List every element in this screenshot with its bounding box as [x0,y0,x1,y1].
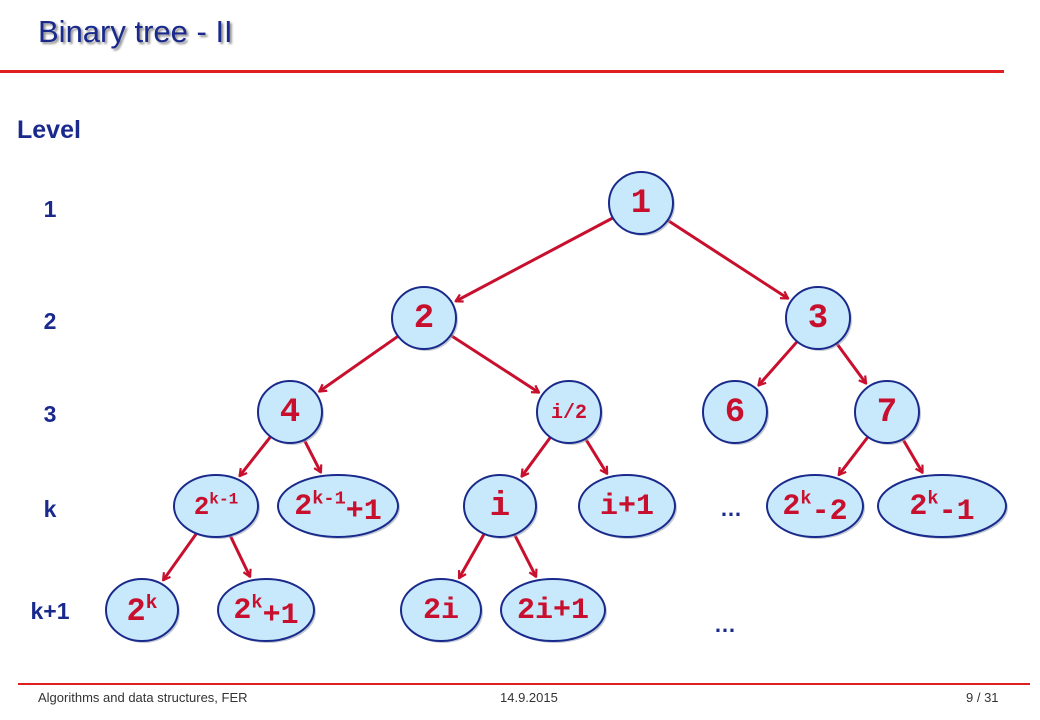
level-k-ellipsis: … [720,496,742,521]
tree-node-n4: 4 [257,380,324,445]
tree-node-label: 2 [414,300,434,338]
tree-node-circle [400,578,482,642]
level-label-2: 2 [43,308,57,334]
tree-node-label: 3 [808,300,828,338]
level-k-plus-1-ellipsis: … [714,612,736,637]
level-label-k: k [43,496,57,522]
tree-node-circle [277,474,399,538]
tree-node-ni2: i/2 [536,380,603,445]
tree-node-n2k: 2k [105,578,180,643]
tree-edge-n7-n2km1 [901,438,924,474]
tree-edge-ni-n2i [457,533,486,580]
tree-node-circle [785,286,851,350]
tree-node-circle [217,578,315,642]
slide-title: Binary tree - II [38,14,233,49]
tree-node-label: i [490,488,510,526]
tree-node-label: 2i [423,594,459,628]
tree-edge-n1-n3 [666,219,790,300]
tree-node-label: 6 [725,394,745,432]
tree-edge-ni2-ni1 [584,437,609,475]
tree-edge-ni-n2i1 [513,533,538,578]
tree-node-label: 2k-1+1 [294,488,382,529]
tree-node-circle [536,380,602,444]
tree-edge-n7-n2k2 [837,435,870,477]
footer-divider [18,683,1030,685]
tree-node-circle [766,474,864,538]
tree-node-label: 2k+1 [233,592,298,633]
tree-node-n1: 1 [608,171,675,236]
footer-page-number: 9 / 31 [966,690,999,705]
tree-node-n2i: 2i [400,578,483,643]
tree-node-circle [702,380,768,444]
level-heading: Level [17,116,81,144]
tree-node-label: 1 [631,185,651,223]
tree-node-label: i+1 [600,490,654,524]
tree-edge-n4-n2k1 [238,435,272,478]
tree-node-circle [877,474,1007,538]
level-label-k-plus-1: k+1 [30,598,70,624]
tree-node-n2k1: 2k-1 [173,474,260,539]
tree-edge-n4-n2k1p [302,439,323,474]
level-label-3: 3 [43,401,57,427]
tree-node-circle [854,380,920,444]
tree-node-label: 2k-1 [909,488,974,529]
tree-node-n2k1p: 2k-1+1 [277,474,400,539]
tree-edge-n2k1-n2kp1 [228,534,252,578]
tree-edge-n2-ni2 [449,333,541,394]
tree-edge-n2-n4 [318,334,399,393]
tree-node-n2i1: 2i+1 [500,578,607,643]
tree-node-label: 2i+1 [517,594,589,628]
tree-node-circle [578,474,676,538]
tree-node-circle [608,171,674,235]
tree-node-n2km1: 2k-1 [877,474,1008,539]
tree-node-circle [257,380,323,444]
title-divider [0,70,1004,73]
level-label-1: 1 [43,196,57,222]
tree-node-n2kp1: 2k+1 [217,578,316,643]
tree-node-n2k2: 2k-2 [766,474,865,539]
tree-node-label: 2k-2 [782,488,847,529]
tree-node-ni1: i+1 [578,474,677,539]
tree-node-n3: 3 [785,286,852,351]
tree-node-n7: 7 [854,380,921,445]
tree-node-label: i/2 [551,402,587,425]
tree-node-label: 2k [126,591,157,630]
tree-node-circle [391,286,457,350]
footer-date: 14.9.2015 [500,690,558,705]
tree-node-label: 7 [877,394,897,432]
tree-edge-ni2-ni [520,436,552,478]
tree-node-n6: 6 [702,380,769,445]
tree-node-n2: 2 [391,286,458,351]
tree-node-circle [463,474,537,538]
tree-edge-n3-n6 [757,340,799,387]
tree-node-ni: i [463,474,538,539]
tree-edge-n2k1-n2k [161,532,198,582]
tree-edge-n1-n2 [454,216,614,303]
tree-node-label: 2k-1 [194,491,239,522]
footer-course: Algorithms and data structures, FER [38,690,248,705]
tree-node-circle [105,578,179,642]
tree-node-circle [173,474,259,538]
tree-node-circle [500,578,606,642]
tree-node-label: 4 [280,394,300,432]
tree-edge-n3-n7 [835,342,868,385]
